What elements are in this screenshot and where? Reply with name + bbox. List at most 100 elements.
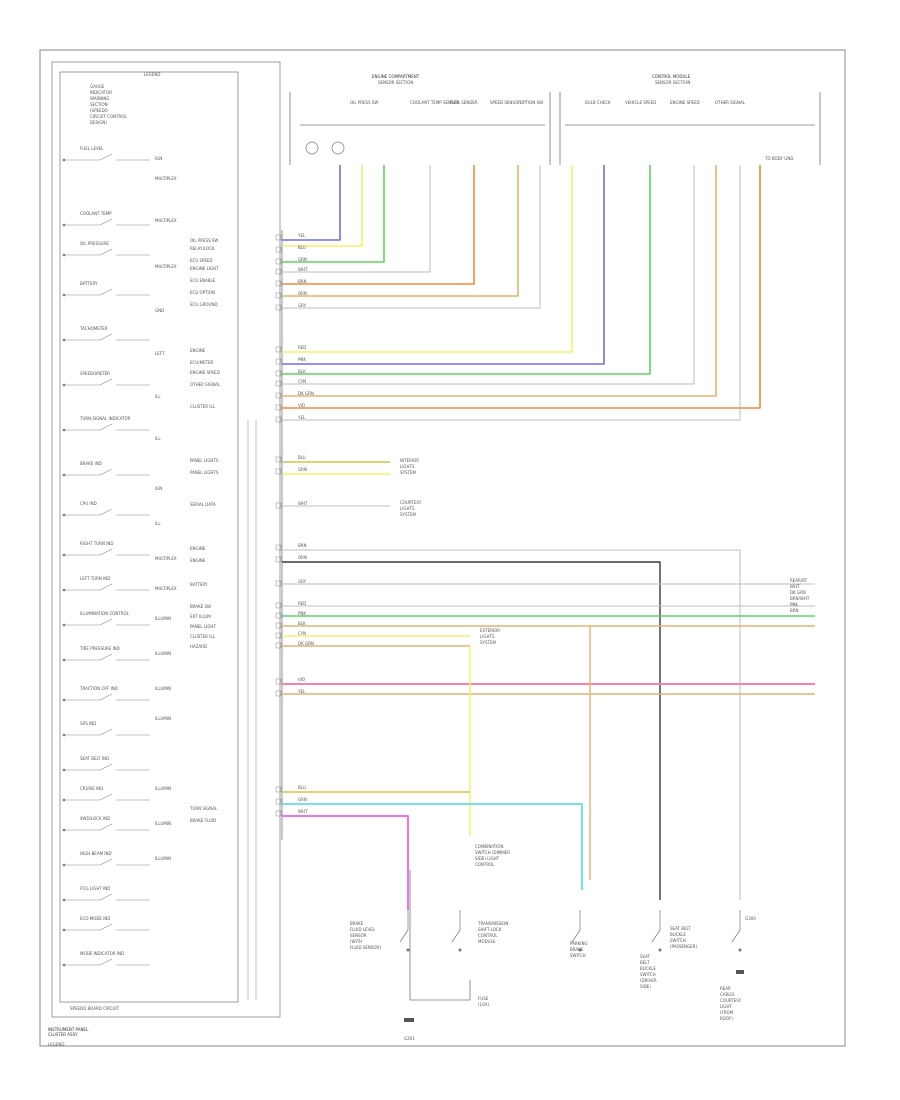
cluster-name-line1: INSTRUMENT PANEL <box>48 1027 89 1032</box>
gauge-symbol <box>331 141 345 155</box>
wire-color-code: BLU <box>298 245 306 250</box>
pin-terminal <box>275 346 282 353</box>
cluster-inner-caption: SPEEDO BOARD CIRCUIT <box>70 1006 120 1011</box>
pin-terminal <box>275 392 282 399</box>
pin-terminal <box>275 810 282 817</box>
wire-color-code: WHT <box>298 501 308 506</box>
note-seat-belt: SWITCH <box>640 972 656 977</box>
svg-text:ENGINE COMPARTMENT: ENGINE COMPARTMENT <box>372 74 420 79</box>
side-label: ILLUMIN <box>155 786 171 791</box>
note-door-switch: (PASSENGER) <box>670 944 697 949</box>
component-label: LEFT TURN IND <box>80 576 110 581</box>
note-exterior-lights: SYSTEM <box>480 640 496 645</box>
pin-label: ECU SPEED <box>190 258 213 263</box>
pin-label: ENGINE SPEED <box>190 370 220 375</box>
side-label: LEFT <box>155 351 165 356</box>
pin-terminal <box>275 234 282 241</box>
pin-terminal <box>275 246 282 253</box>
switch-contact <box>99 618 113 626</box>
switch-contact <box>99 423 113 431</box>
terminal-dot <box>62 768 66 772</box>
component-label: TRACTION OFF IND <box>79 686 118 691</box>
wire-color-code: GRY <box>298 579 307 584</box>
note-seat-belt: SIDE) <box>640 984 651 989</box>
pin-terminal <box>275 280 282 287</box>
note-right-edge: BRN/WHT <box>790 596 810 601</box>
note-parking-brake: SWITCH <box>570 953 586 958</box>
component-label: TACHOMETER <box>79 326 108 331</box>
note-parking-brake: BRAKE <box>570 947 584 952</box>
side-label: IGN <box>155 156 162 161</box>
switch-contact <box>99 893 113 901</box>
svg-text:CONTROL MODULE: CONTROL MODULE <box>652 74 691 79</box>
switch-contact <box>99 153 113 161</box>
note-rear-cargo: REAR <box>720 986 731 991</box>
pin-terminal <box>275 258 282 265</box>
side-label: ILL <box>155 436 161 441</box>
switch-blade <box>451 929 461 943</box>
switch-terminal <box>658 948 662 952</box>
component-label: SRS IND <box>80 721 96 726</box>
pin-terminal <box>275 304 282 311</box>
pin-label: ECU/METER <box>190 360 214 365</box>
component-label: FUEL LEVEL <box>80 146 104 151</box>
terminal-dot <box>62 928 66 932</box>
wire-grey-mid <box>282 165 695 385</box>
side-label: IGN <box>155 486 162 491</box>
pin-label: PANEL LIGHTS <box>190 458 219 463</box>
module-label: ENGINE SPEED <box>670 100 700 105</box>
pin-terminal <box>275 416 282 423</box>
pin-terminal <box>275 268 282 275</box>
component-label: OIL PRESSURE <box>80 241 109 246</box>
note-door-switch: SEAT BELT <box>670 926 691 931</box>
switch-blade <box>399 929 409 943</box>
pin-terminal <box>275 456 282 463</box>
side-label: ILLUMIN <box>155 856 171 861</box>
cluster-name-line2: CLUSTER ASSY <box>48 1032 78 1037</box>
switch-contact <box>99 958 113 966</box>
wire-color-code: ORN <box>298 555 307 560</box>
note-trans-switch: CONTROL <box>478 933 498 938</box>
terminal-dot <box>62 963 66 967</box>
note-combination-switch: CONTROL <box>475 862 495 867</box>
ground-label: G201 <box>404 1036 415 1041</box>
svg-text:CIRCUIT CONTROL: CIRCUIT CONTROL <box>90 114 127 119</box>
component-label: CPU IND <box>80 501 97 506</box>
note-trans-switch: SHIFT LOCK <box>478 927 502 932</box>
note-brake-fluid-sensor: SENSOR <box>350 933 367 938</box>
component-label: 4WD/LOCK IND <box>80 816 110 821</box>
switch-contact <box>99 288 113 296</box>
pin-terminal <box>275 678 282 685</box>
wire-color-code: WHT <box>298 809 308 814</box>
note-combination-switch: SIDE) LIGHT <box>475 856 500 861</box>
pin-terminal <box>275 404 282 411</box>
note-exterior-lights: EXTERIOR <box>480 628 500 633</box>
wire-color-code: BRN <box>298 543 307 548</box>
wire-color-code: PNK <box>298 611 306 616</box>
pin-label: HAZARD <box>190 644 207 649</box>
wire-grey-mid <box>282 165 741 421</box>
pin-terminal <box>275 358 282 365</box>
pin-terminal <box>275 370 282 377</box>
cluster-legend-text: LEGEND <box>144 72 160 77</box>
cluster-top-block: GAUGE INDICATOR WARNING SECTION (SPEEDO … <box>90 84 127 125</box>
note-seat-belt: BELT <box>640 960 650 965</box>
wire-color-code: GRN <box>298 257 307 262</box>
component-label: TIRE PRESSURE IND <box>79 646 120 651</box>
wire-tan-upper <box>282 165 519 297</box>
note-parking-brake: PARKING <box>570 941 588 946</box>
pin-terminal <box>275 612 282 619</box>
pin-terminal <box>275 502 282 509</box>
svg-text:(SPEEDO: (SPEEDO <box>90 108 108 113</box>
note-seat-belt: SEAT <box>640 954 650 959</box>
diagram-frame <box>39 49 846 1047</box>
switch-contact <box>99 548 113 556</box>
switch-contact <box>99 763 113 771</box>
ground-symbol <box>404 1018 414 1022</box>
terminal-dot <box>62 473 66 477</box>
wire-engine-dark <box>282 561 661 900</box>
module-label: VEHICLE SPEED <box>625 100 656 105</box>
sensor-label: OPTION SW <box>520 100 543 105</box>
wire-color-code: YEL <box>297 415 306 420</box>
